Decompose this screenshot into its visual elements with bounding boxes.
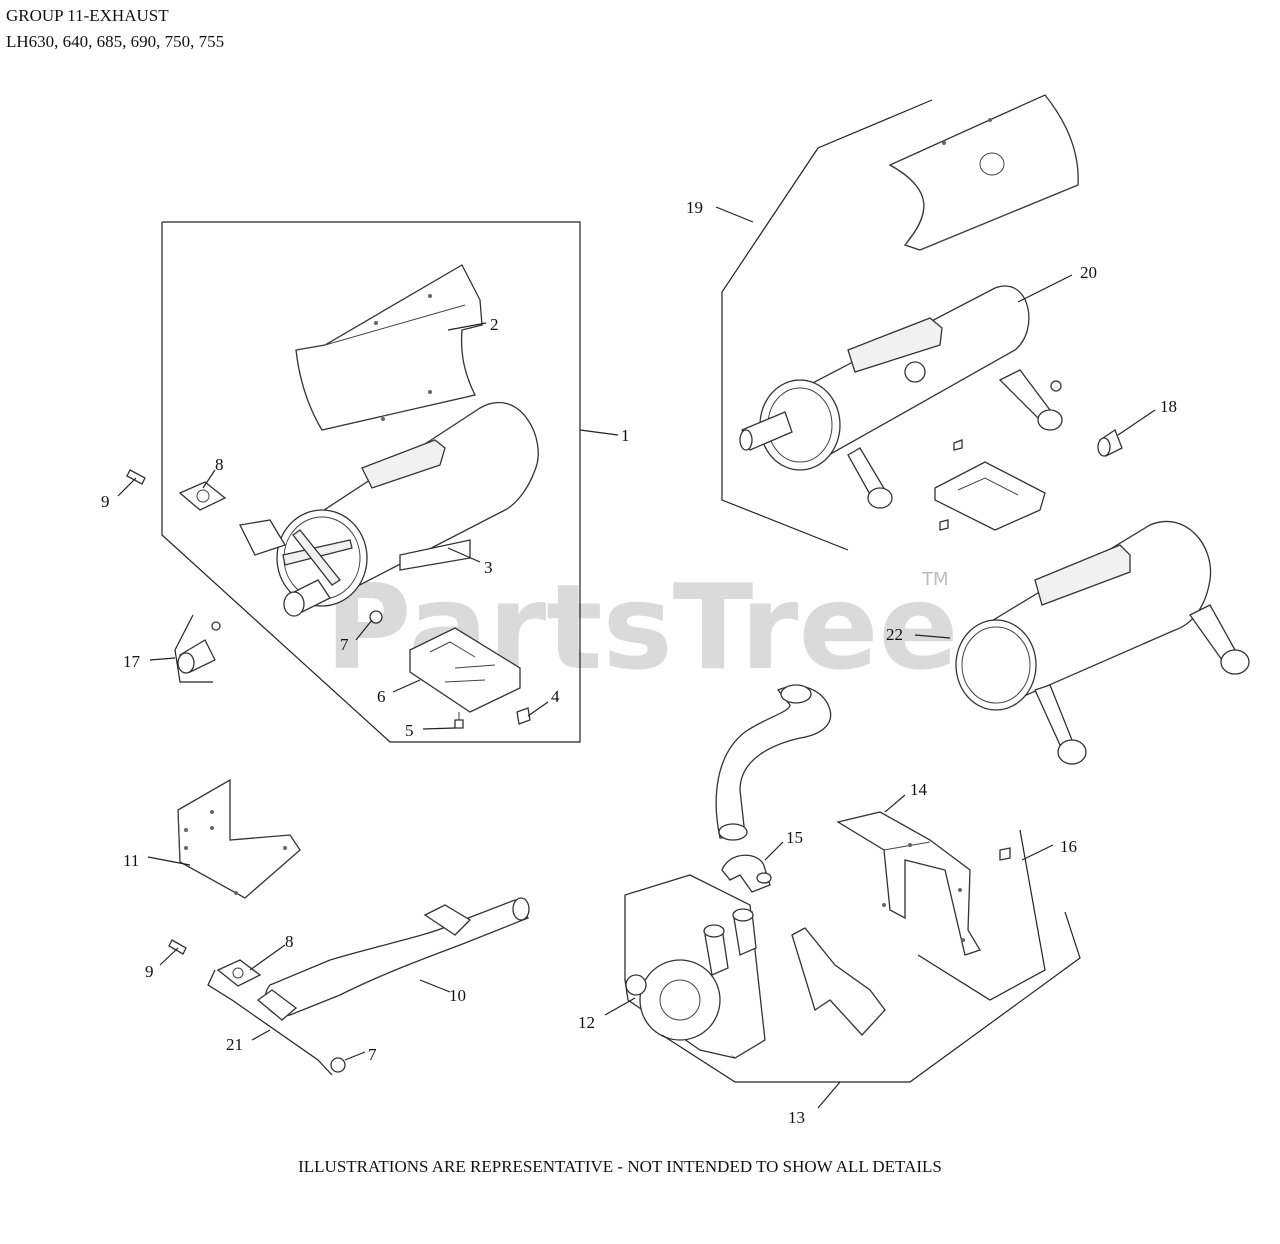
callout-6: 6	[377, 687, 386, 706]
part-15-clamp[interactable]	[721, 854, 772, 893]
kit-outline-13	[661, 911, 1081, 1083]
leader-lines	[117, 206, 1156, 1109]
part-16-screw[interactable]	[999, 847, 1011, 861]
part-8-gasket[interactable]	[178, 481, 227, 511]
callout-2: 2	[490, 315, 499, 334]
callout-4: 4	[551, 687, 560, 706]
part-22-muffler[interactable]	[955, 520, 1250, 765]
part-18-sleeve[interactable]	[1097, 429, 1123, 457]
part-4-bolt[interactable]	[516, 707, 531, 725]
callout-21: 21	[226, 1035, 243, 1054]
disclaimer-note: ILLUSTRATIONS ARE REPRESENTATIVE - NOT I…	[298, 1157, 942, 1176]
part-10-exhaust-pipe[interactable]	[256, 897, 530, 1021]
kit-outline-19	[721, 99, 933, 551]
model-list: LH630, 640, 685, 690, 750, 755	[6, 32, 225, 51]
callout-17: 17	[123, 652, 141, 671]
callout-1: 1	[621, 426, 630, 445]
part-8-gasket-lower[interactable]	[216, 959, 262, 987]
kit-box-1	[161, 221, 581, 743]
callout-16: 16	[1060, 837, 1077, 856]
callout-7-lower: 7	[368, 1045, 377, 1064]
callout-numbers: 1 2 3 4 5 6 7 8 9 10 11 12 13 14 15 16 1…	[101, 198, 1177, 1127]
callout-8-lower: 8	[285, 932, 294, 951]
callout-22: 22	[886, 625, 903, 644]
part-2-heat-shield[interactable]	[295, 264, 483, 431]
part-9-stud-lower[interactable]	[168, 939, 187, 955]
part-3-muffler[interactable]	[239, 401, 539, 617]
part-6-mounting-bracket[interactable]	[409, 627, 521, 713]
callout-13: 13	[788, 1108, 805, 1127]
part-7-nut[interactable]	[369, 610, 383, 624]
part-17-exhaust-sleeve[interactable]	[174, 614, 221, 683]
callout-20: 20	[1080, 263, 1097, 282]
part-19-heat-shield[interactable]	[888, 94, 1079, 251]
callout-15: 15	[786, 828, 803, 847]
callout-19: 19	[686, 198, 703, 217]
callout-14: 14	[910, 780, 928, 799]
part-20-muffler[interactable]	[739, 285, 1063, 509]
callout-11: 11	[123, 851, 139, 870]
callout-9: 9	[101, 492, 110, 511]
callout-10: 10	[449, 986, 466, 1005]
part-11-bracket[interactable]	[177, 778, 301, 899]
watermark-tm: TM	[921, 569, 949, 590]
callout-9-lower: 9	[145, 962, 154, 981]
part-13-bracket[interactable]	[791, 927, 886, 1036]
part-5-screw[interactable]	[454, 712, 464, 729]
callout-5: 5	[405, 721, 414, 740]
exhaust-elbow-pipe[interactable]	[715, 684, 832, 841]
part-12-muffler-box[interactable]	[624, 874, 766, 1059]
part-7-nut-lower[interactable]	[330, 1057, 346, 1073]
diagram-title: GROUP 11-EXHAUST	[6, 6, 169, 25]
part-14-shield-bracket[interactable]	[836, 811, 981, 956]
callout-8: 8	[215, 455, 224, 474]
kit-outline-16	[917, 829, 1046, 1001]
part-20-bracket[interactable]	[934, 380, 1062, 531]
callout-7: 7	[340, 635, 349, 654]
callout-12: 12	[578, 1013, 595, 1032]
kit-outline-21	[207, 969, 333, 1076]
callout-18: 18	[1160, 397, 1177, 416]
part-9-stud[interactable]	[126, 469, 146, 485]
callout-3: 3	[484, 558, 493, 577]
